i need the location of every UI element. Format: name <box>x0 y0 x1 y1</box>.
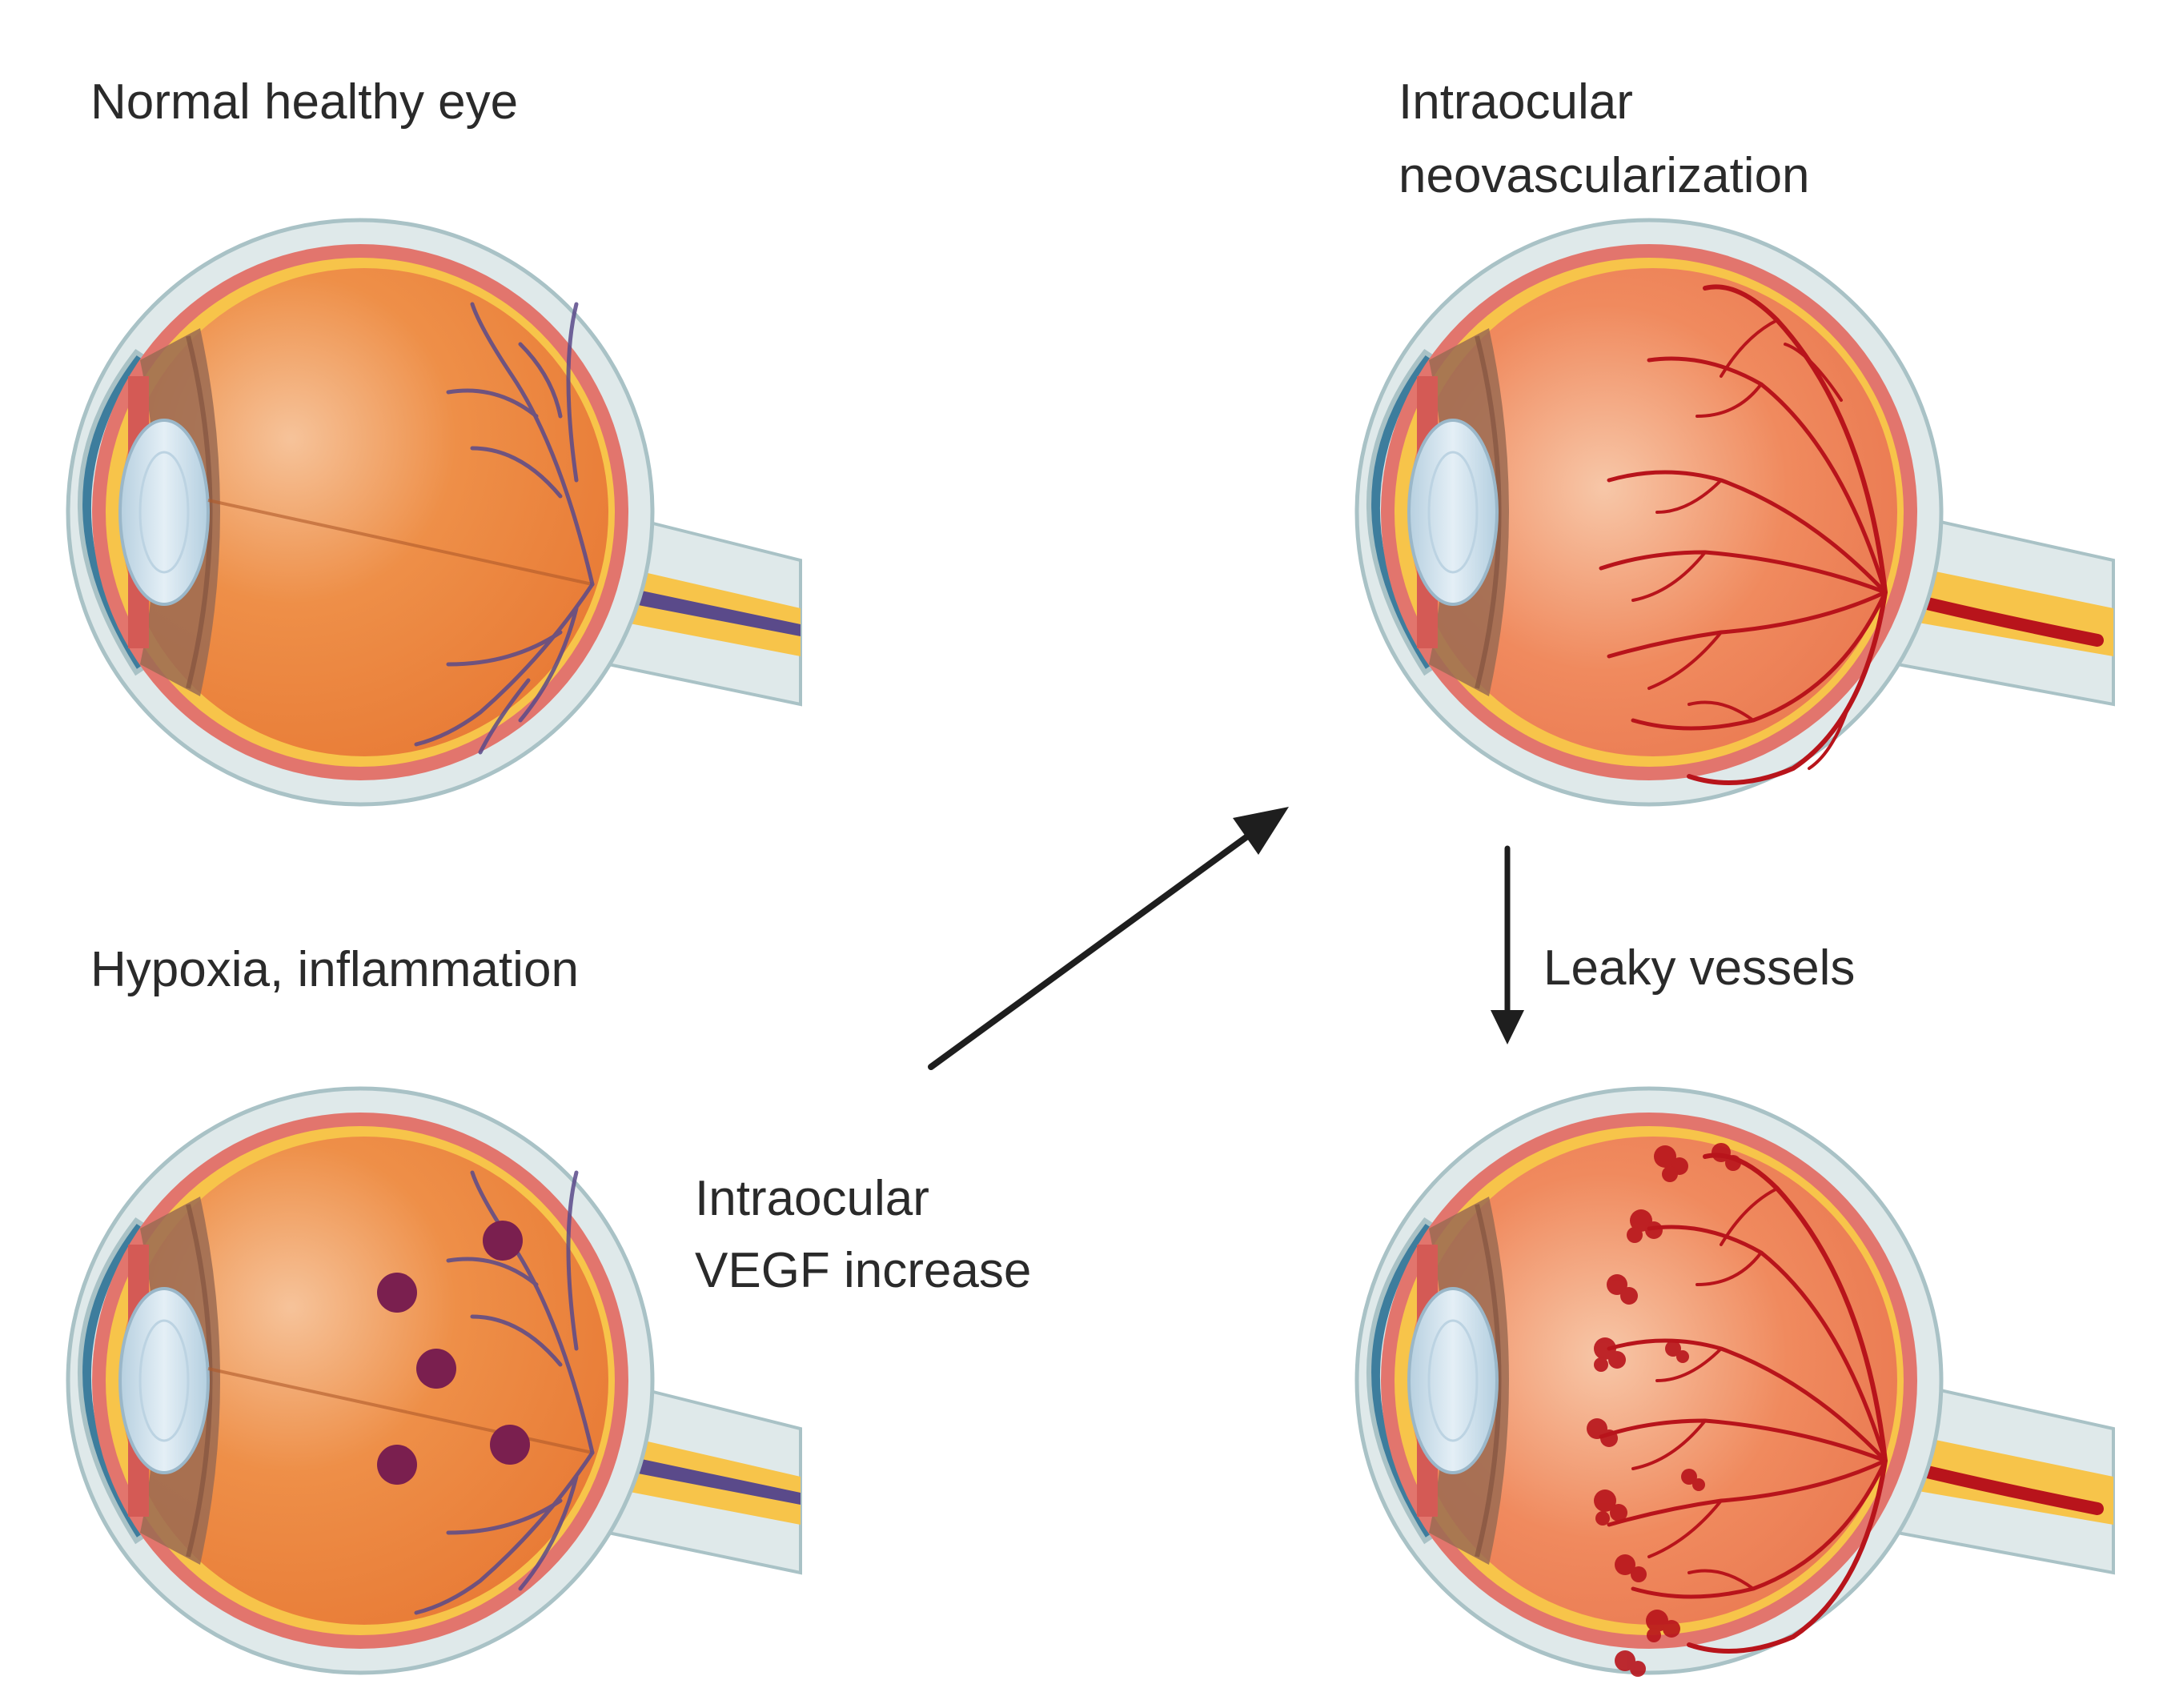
neovascular-eye <box>1354 218 2115 807</box>
neovascularization-label-line1: Intraocular <box>1399 74 1633 130</box>
normal-eye <box>66 218 802 807</box>
down-arrow <box>1491 845 1524 1044</box>
vegf-label-line1: Intraocular <box>695 1171 929 1226</box>
leakage-clusters <box>1587 1143 1741 1677</box>
red-vessels <box>1599 284 1888 785</box>
leak-cluster <box>1646 1610 1680 1642</box>
vitreous <box>120 268 608 756</box>
leak-cluster <box>1594 1489 1627 1526</box>
vegf-dot <box>377 1273 417 1313</box>
leak-cluster <box>1681 1469 1705 1491</box>
normal-vessels <box>414 302 595 755</box>
normal-eye-label: Normal healthy eye <box>90 74 518 130</box>
vegf-dot <box>490 1425 530 1465</box>
lens <box>118 419 210 606</box>
leak-cluster <box>1712 1143 1741 1171</box>
leak-cluster <box>1594 1337 1626 1372</box>
leak-cluster <box>1587 1418 1618 1447</box>
hypoxia-label: Hypoxia, inflammation <box>90 942 579 997</box>
vegf-dot <box>483 1221 523 1261</box>
vegf-label-line2: VEGF increase <box>695 1243 1031 1298</box>
hypoxia-eye <box>66 1086 802 1675</box>
leaky-vessels-label: Leaky vessels <box>1543 940 1855 996</box>
leak-cluster <box>1607 1274 1638 1305</box>
vegf-dot <box>416 1349 456 1389</box>
leak-cluster <box>1654 1145 1688 1182</box>
leak-cluster <box>1665 1341 1689 1363</box>
leaky-eye <box>1354 1086 2115 1677</box>
leak-cluster <box>1615 1554 1647 1582</box>
leak-cluster <box>1615 1650 1646 1677</box>
vegf-dot <box>377 1445 417 1485</box>
vegf-dots <box>377 1221 530 1485</box>
diagonal-arrow <box>928 807 1289 1070</box>
leak-cluster <box>1627 1209 1663 1243</box>
neovascularization-label-line2: neovascularization <box>1399 148 1810 203</box>
